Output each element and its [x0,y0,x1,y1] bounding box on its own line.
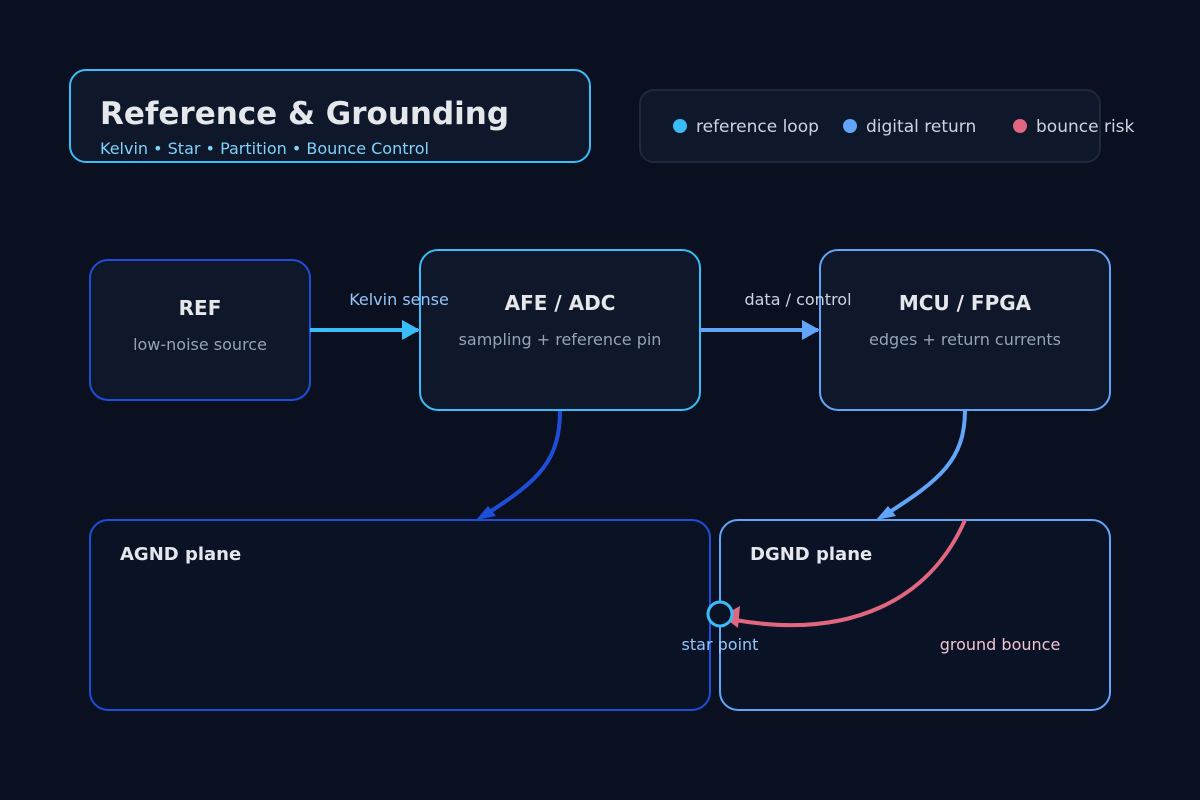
node-ref-title: REF [179,296,222,320]
node-afe: AFE / ADC sampling + reference pin [419,249,701,411]
legend-label-bounce: bounce risk [1036,117,1135,137]
node-afe-title: AFE / ADC [505,291,616,315]
mcu-dgnd-return [883,409,967,517]
header-card: Reference & Grounding Kelvin • Star • Pa… [69,69,591,163]
agnd-plane-label: AGND plane [120,544,241,565]
data-control-label: data / control [744,290,851,309]
legend-label-digital: digital return [866,117,976,137]
dgnd-plane-label: DGND plane [750,544,872,565]
star-point-label: star point [682,635,759,654]
mcu-dgnd-arrowhead [876,506,896,520]
dgnd-plane: DGND plane [719,519,1111,711]
legend-label-reference: reference loop [696,117,819,137]
legend-swatch-bounce [1013,119,1027,133]
agnd-plane: AGND plane [89,519,711,711]
node-mcu-title: MCU / FPGA [899,291,1032,315]
page-title: Reference & Grounding [100,96,509,132]
ground-bounce-path [734,519,967,628]
node-ref: REF low-noise source [89,259,311,401]
afe-agnd-arrowhead [476,506,496,520]
header-card-frame [69,69,591,163]
star-point-marker [706,600,734,628]
ground-bounce-label: ground bounce [940,635,1061,654]
node-mcu-subtitle: edges + return currents [869,330,1061,349]
node-ref-frame [89,259,311,401]
node-afe-subtitle: sampling + reference pin [459,330,662,349]
legend-swatch-digital [843,119,857,133]
afe-agnd-return [483,409,562,517]
legend-frame [639,89,1101,163]
legend: reference loop digital return bounce ris… [639,89,1135,163]
kelvin-sense-label: Kelvin sense [349,290,449,309]
node-ref-subtitle: low-noise source [133,335,267,354]
kelvin-sense-arrowhead [402,320,420,340]
legend-swatch-reference [673,119,687,133]
page-subtitle: Kelvin • Star • Partition • Bounce Contr… [100,139,429,158]
data-control-arrowhead [802,320,820,340]
node-mcu: MCU / FPGA edges + return currents [819,249,1111,411]
